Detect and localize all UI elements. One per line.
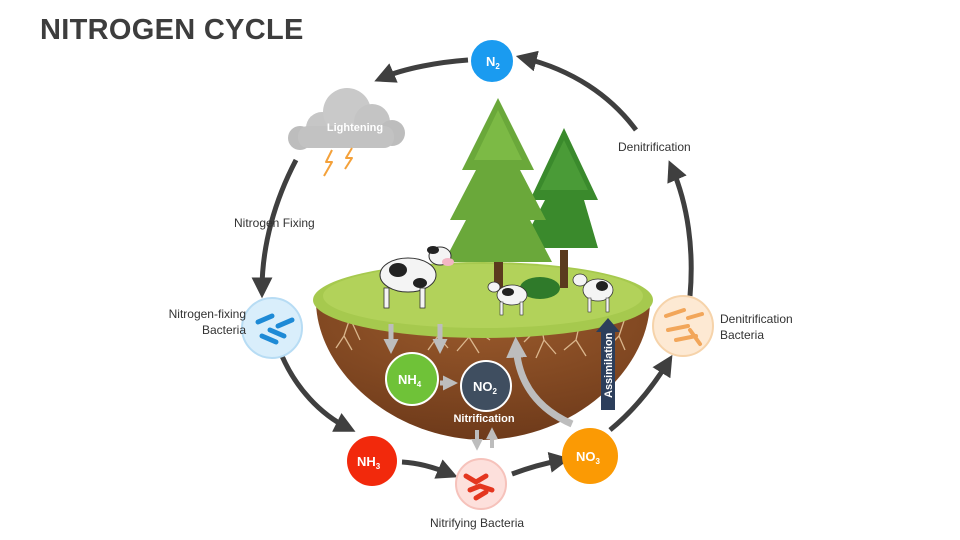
no2-base: NO [473,379,493,394]
arrow-denit-to-n2 [515,50,639,132]
node-nh3[interactable]: NH3 [347,436,397,486]
nitrifying-bacteria-label: Nitrifying Bacteria [430,516,525,530]
cycle-arrows [251,50,694,479]
cloud-icon: Lightening [288,88,405,150]
nitrification-label: Nitrification [453,413,514,425]
tree-front [444,98,552,291]
cow-small-right [572,273,614,313]
n2-sub: 2 [495,62,500,71]
svg-text:NO3: NO3 [576,449,601,466]
arrow-no3-to-denit-bacteria [608,354,673,432]
svg-text:NH3: NH3 [357,454,381,471]
nh3-base: NH [357,454,376,469]
denitrification-bacteria-label: Denitrification Bacteria [720,312,793,342]
cow-small-left [487,281,528,316]
nh4-sub: 4 [417,380,422,389]
node-nh4[interactable]: NH4 [385,352,439,406]
arrow-bacteria-to-nh3 [279,354,356,432]
svg-text:NH4: NH4 [398,372,422,389]
assimilation-label: Assimilation [603,332,615,398]
nitrogen-fixing-bacteria-icon [241,297,303,359]
node-no3[interactable]: NO3 [562,428,618,484]
inner-arrows [383,324,574,451]
no3-sub: 3 [596,457,601,466]
denitrification-bacteria-icon [652,295,714,357]
lightning-bolt-icon [323,147,353,177]
arrow-no3-uptake [506,336,574,428]
bush [520,277,560,299]
nh4-base: NH [398,372,417,387]
svg-text:NO2: NO2 [473,379,498,396]
denitrification-label: Denitrification [618,140,691,154]
nitrifying-bacteria-icon [455,458,507,510]
arrow-n2-to-lightening [374,57,469,83]
no2-sub: 2 [493,387,498,396]
cow-large [379,246,454,309]
svg-text:N2: N2 [486,54,500,71]
nitrogen-fixing-label: Nitrogen Fixing [234,216,315,230]
node-no2[interactable]: NO2 [460,360,512,412]
nitrogen-fixing-bacteria-label: Nitrogen-fixing Bacteria [168,307,246,337]
arrow-denit-bacteria-up [667,160,694,297]
no3-base: NO [576,449,596,464]
arrow-nh3-to-nitrifying [401,459,458,479]
node-n2[interactable]: N2 [469,38,515,84]
arrow-lightening-to-nfixing-bacteria [251,158,299,299]
arrow-nitrifying-to-no3 [511,452,571,477]
lightening-label: Lightening [327,122,383,134]
nh3-sub: 3 [376,462,381,471]
page-title: NITROGEN CYCLE [40,14,304,46]
assimilation-arrow: Assimilation [596,318,620,410]
n2-base: N [486,54,495,69]
